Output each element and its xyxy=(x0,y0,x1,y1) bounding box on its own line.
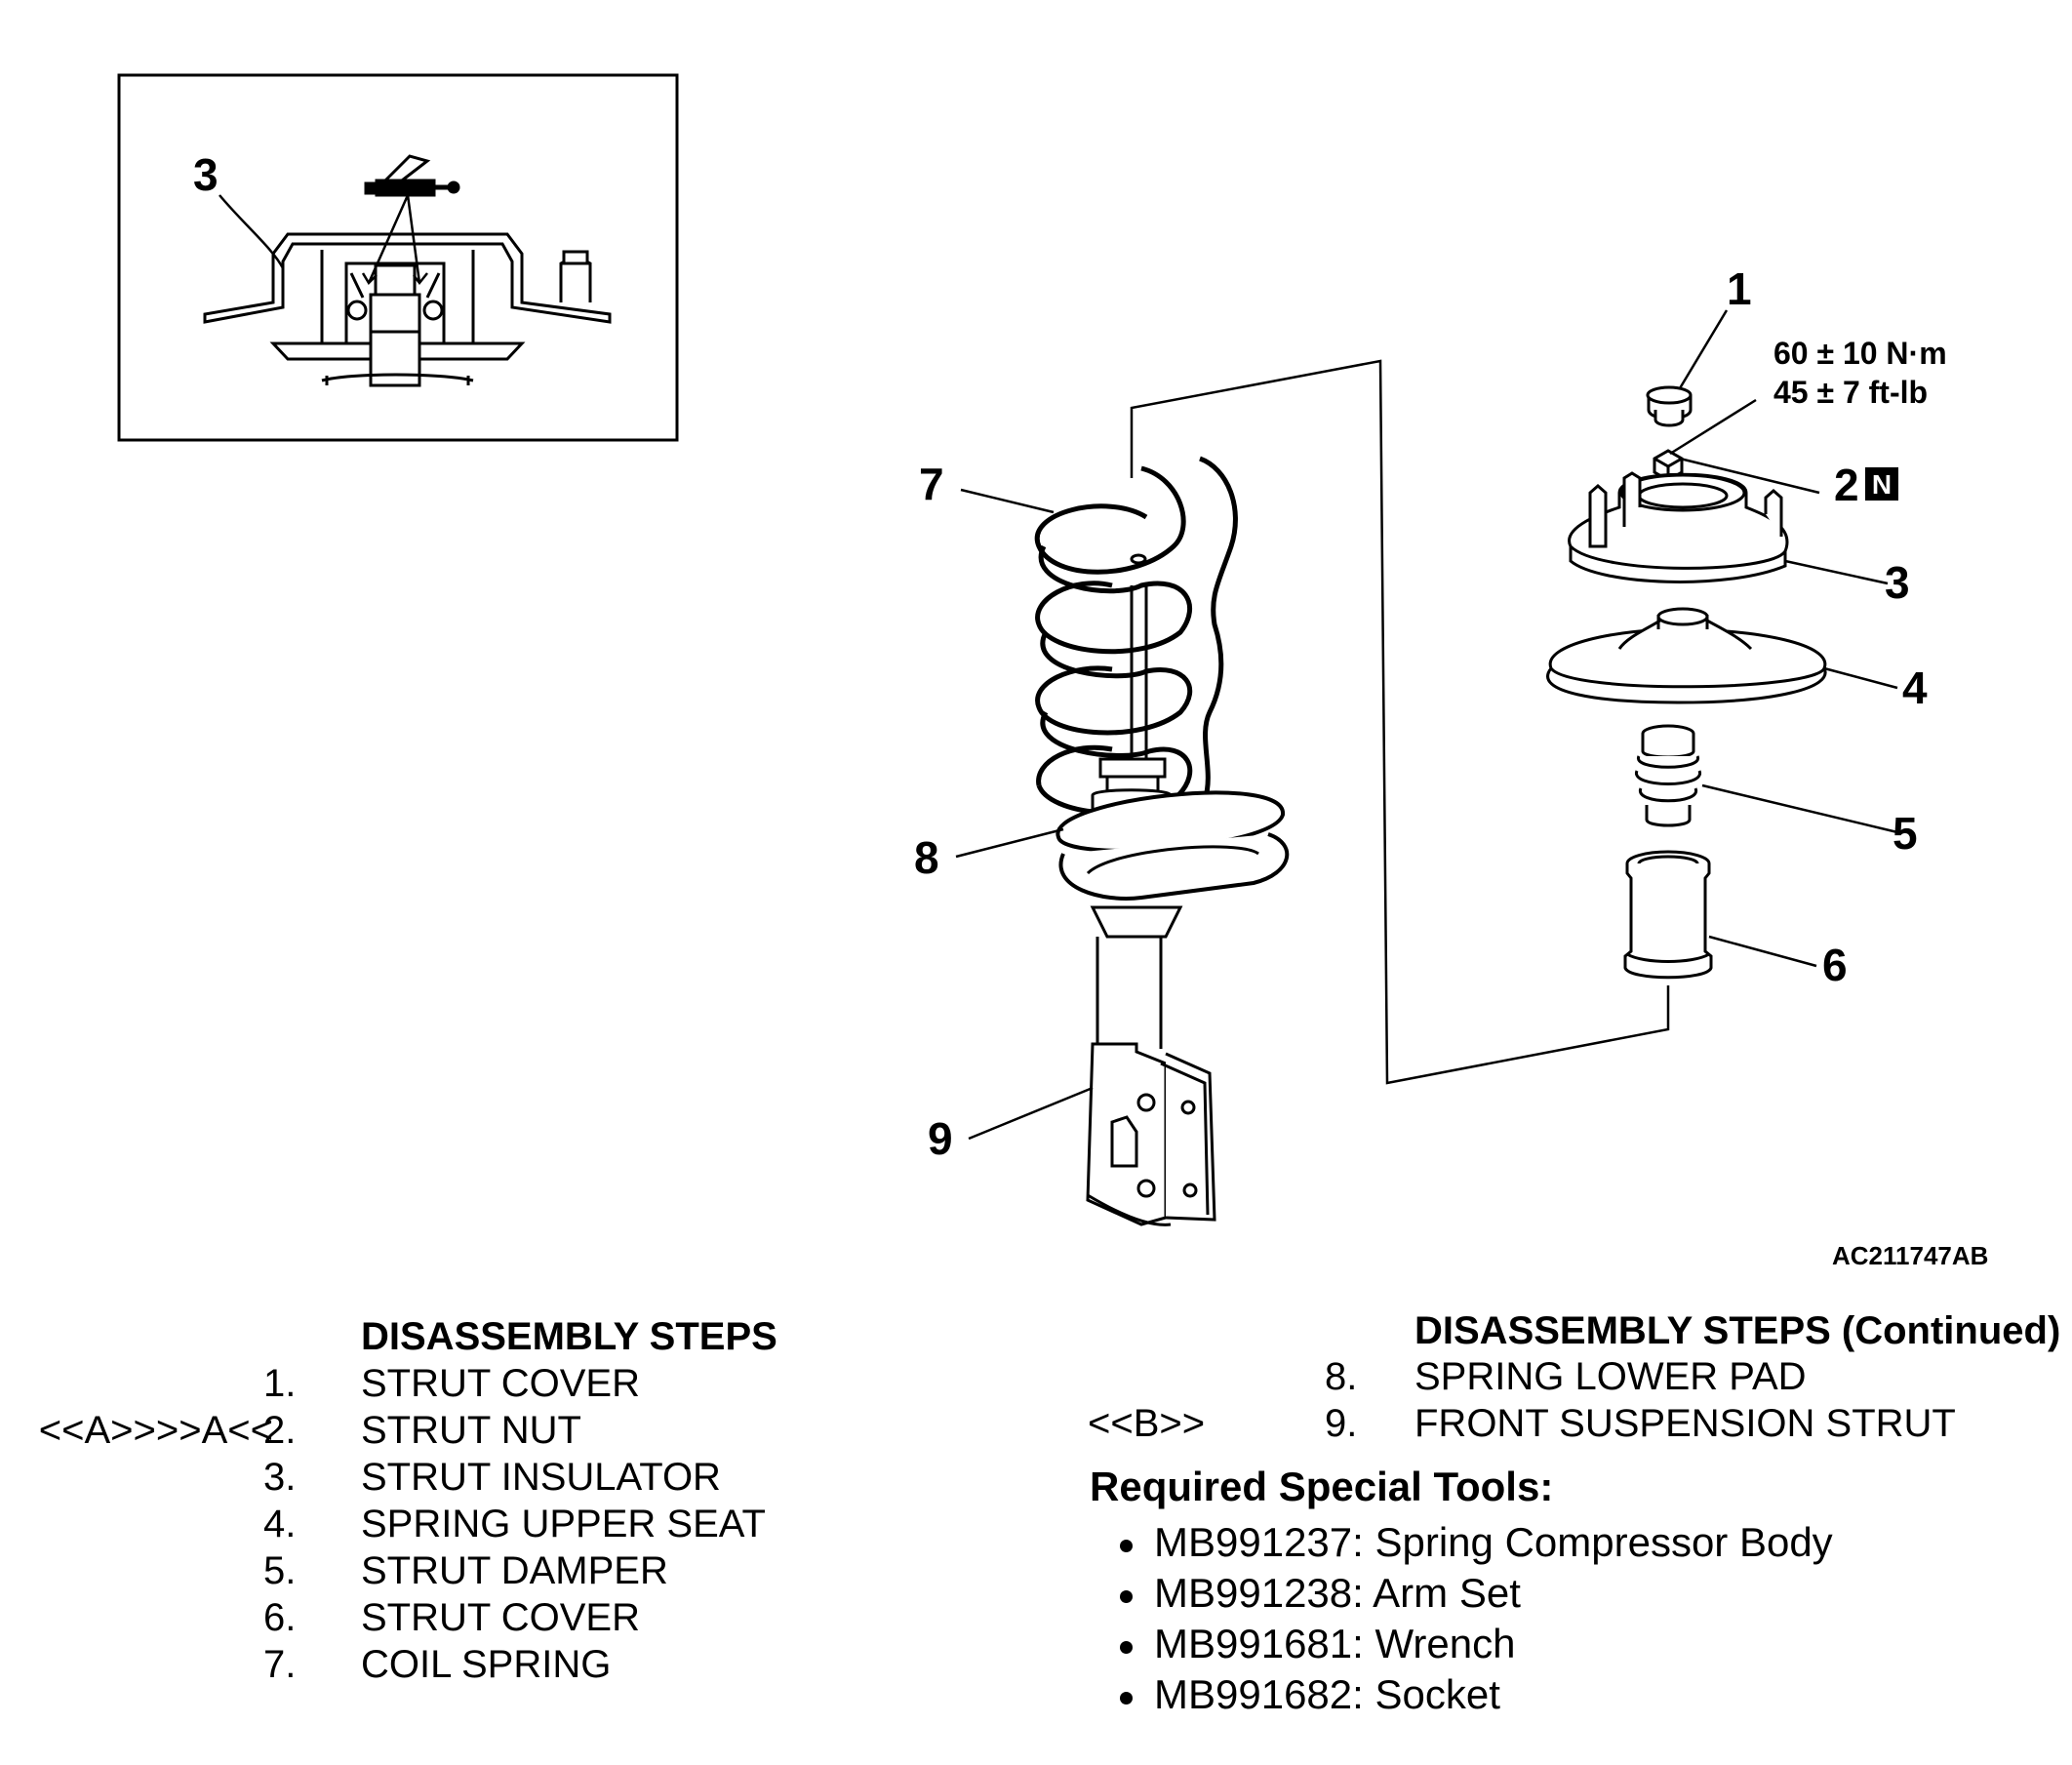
callout-3: 3 xyxy=(1885,557,1910,608)
step-number: 5. xyxy=(263,1549,297,1592)
bullet-icon xyxy=(1120,1692,1133,1705)
callout-5: 5 xyxy=(1893,808,1918,859)
front-suspension-strut xyxy=(1056,553,1290,1226)
bullet-icon xyxy=(1120,1590,1133,1603)
callout-7: 7 xyxy=(919,459,944,509)
grease-gun-icon xyxy=(361,154,460,286)
step-number: 8. xyxy=(1325,1355,1358,1398)
spring-upper-seat xyxy=(1546,607,1827,704)
callout-8: 8 xyxy=(914,832,939,883)
steps-continued-heading: DISASSEMBLY STEPS (Continued) xyxy=(1415,1309,2061,1352)
step-label: STRUT DAMPER xyxy=(361,1549,668,1592)
callout-9: 9 xyxy=(928,1113,953,1164)
step-number: 4. xyxy=(263,1503,297,1545)
torque-metric: 60 ± 10 N·m xyxy=(1773,336,1947,371)
step-number: 6. xyxy=(263,1596,297,1639)
step-label: COIL SPRING xyxy=(361,1643,612,1686)
callout-1: 1 xyxy=(1727,263,1752,314)
strut-insulator xyxy=(1568,471,1789,583)
strut-damper xyxy=(1635,724,1701,827)
tool-item: MB991682: Socket xyxy=(1154,1671,1500,1717)
step-label: STRUT COVER xyxy=(361,1362,640,1405)
callout-2: 2 xyxy=(1834,460,1859,510)
inset-detail: 3 xyxy=(117,73,679,442)
callout-4: 4 xyxy=(1902,662,1928,713)
bullet-icon xyxy=(1120,1540,1133,1552)
tool-item: MB991237: Spring Compressor Body xyxy=(1154,1519,1833,1565)
step-label: FRONT SUSPENSION STRUT xyxy=(1415,1402,1956,1445)
tool-item: MB991238: Arm Set xyxy=(1154,1570,1521,1616)
strut-cover-cap xyxy=(1646,385,1693,427)
step-label: STRUT INSULATOR xyxy=(361,1456,721,1499)
step-label: SPRING UPPER SEAT xyxy=(361,1503,766,1545)
step-number: 1. xyxy=(263,1362,297,1405)
new-part-mark: N xyxy=(1865,467,1898,501)
step-number: 2. xyxy=(263,1409,297,1452)
leader-lines xyxy=(955,309,1898,1141)
steps-heading: DISASSEMBLY STEPS xyxy=(361,1315,777,1358)
step-tag: <<A>>>>A<< xyxy=(38,1409,273,1452)
new-part-letter: N xyxy=(1872,469,1892,500)
step-number: 9. xyxy=(1325,1402,1358,1445)
inset-insulator-cross-section xyxy=(203,232,612,387)
tool-item: MB991681: Wrench xyxy=(1154,1621,1516,1666)
assembly-outline xyxy=(1130,359,1670,1085)
bullet-icon xyxy=(1120,1641,1133,1654)
inset-callout-3: 3 xyxy=(193,149,219,200)
step-label: STRUT NUT xyxy=(361,1409,581,1452)
step-label: STRUT COVER xyxy=(361,1596,640,1639)
strut-nut xyxy=(1653,449,1684,482)
figure-code: AC211747AB xyxy=(1832,1241,1988,1270)
torque-imperial: 45 ± 7 ft-lb xyxy=(1773,375,1928,410)
callout-6: 6 xyxy=(1822,940,1848,990)
step-label: SPRING LOWER PAD xyxy=(1415,1355,1807,1398)
step-number: 7. xyxy=(263,1643,297,1686)
strut-cover-bellows xyxy=(1623,850,1713,980)
step-number: 3. xyxy=(263,1456,297,1499)
step-tag: <<B>> xyxy=(1088,1402,1206,1445)
tools-heading: Required Special Tools: xyxy=(1090,1464,1554,1509)
